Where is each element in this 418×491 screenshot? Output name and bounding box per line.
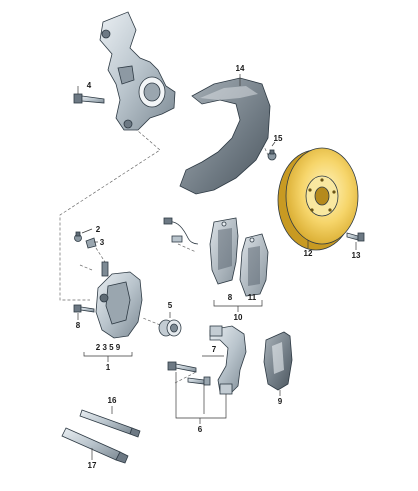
callout-14: 14 xyxy=(236,64,245,73)
callout-1: 1 xyxy=(106,363,111,372)
brake-pads xyxy=(209,217,269,297)
callout-8-bolt: 8 xyxy=(76,321,81,330)
steering-knuckle xyxy=(99,11,176,131)
callout-13: 13 xyxy=(352,251,361,260)
callout-16: 16 xyxy=(108,396,117,405)
caliper-cover-plate xyxy=(263,331,293,396)
callout-10: 10 xyxy=(234,313,243,322)
brake-splash-shield xyxy=(179,74,271,195)
carrier-bracket xyxy=(175,355,227,424)
callout-6: 6 xyxy=(198,425,203,434)
callout-17: 17 xyxy=(88,461,97,470)
callout-15: 15 xyxy=(274,134,283,143)
caliper-set-parts-label: 2 3 5 9 xyxy=(96,343,121,352)
knuckle-bolt xyxy=(73,86,105,104)
callout-2: 2 xyxy=(96,225,101,234)
pads-bracket xyxy=(213,300,263,312)
assembly-grease-tube-large xyxy=(61,427,129,464)
assembly-grease-tube-small xyxy=(79,406,141,438)
callout-7: 7 xyxy=(212,345,217,354)
callout-11: 11 xyxy=(248,293,257,302)
callout-9: 9 xyxy=(278,397,283,406)
callout-3: 3 xyxy=(100,238,105,247)
carrier-guide-pins xyxy=(167,361,211,386)
caliper-guide-bolt xyxy=(73,304,95,320)
splash-shield-screw xyxy=(267,141,277,161)
caliper-set-bracket xyxy=(83,352,133,362)
callout-4: 4 xyxy=(87,81,92,90)
callout-5: 5 xyxy=(168,301,173,310)
brake-caliper xyxy=(95,261,143,339)
callout-12: 12 xyxy=(304,249,313,258)
caliper-carrier xyxy=(209,325,247,395)
caliper-bleed-screw-and-cap xyxy=(74,228,98,249)
pad-wear-sensor xyxy=(163,217,199,245)
brake-disc xyxy=(277,147,359,251)
disc-retaining-screw xyxy=(346,232,365,250)
caliper-piston-seal-kit xyxy=(158,312,182,337)
callout-8-pad: 8 xyxy=(228,293,233,302)
